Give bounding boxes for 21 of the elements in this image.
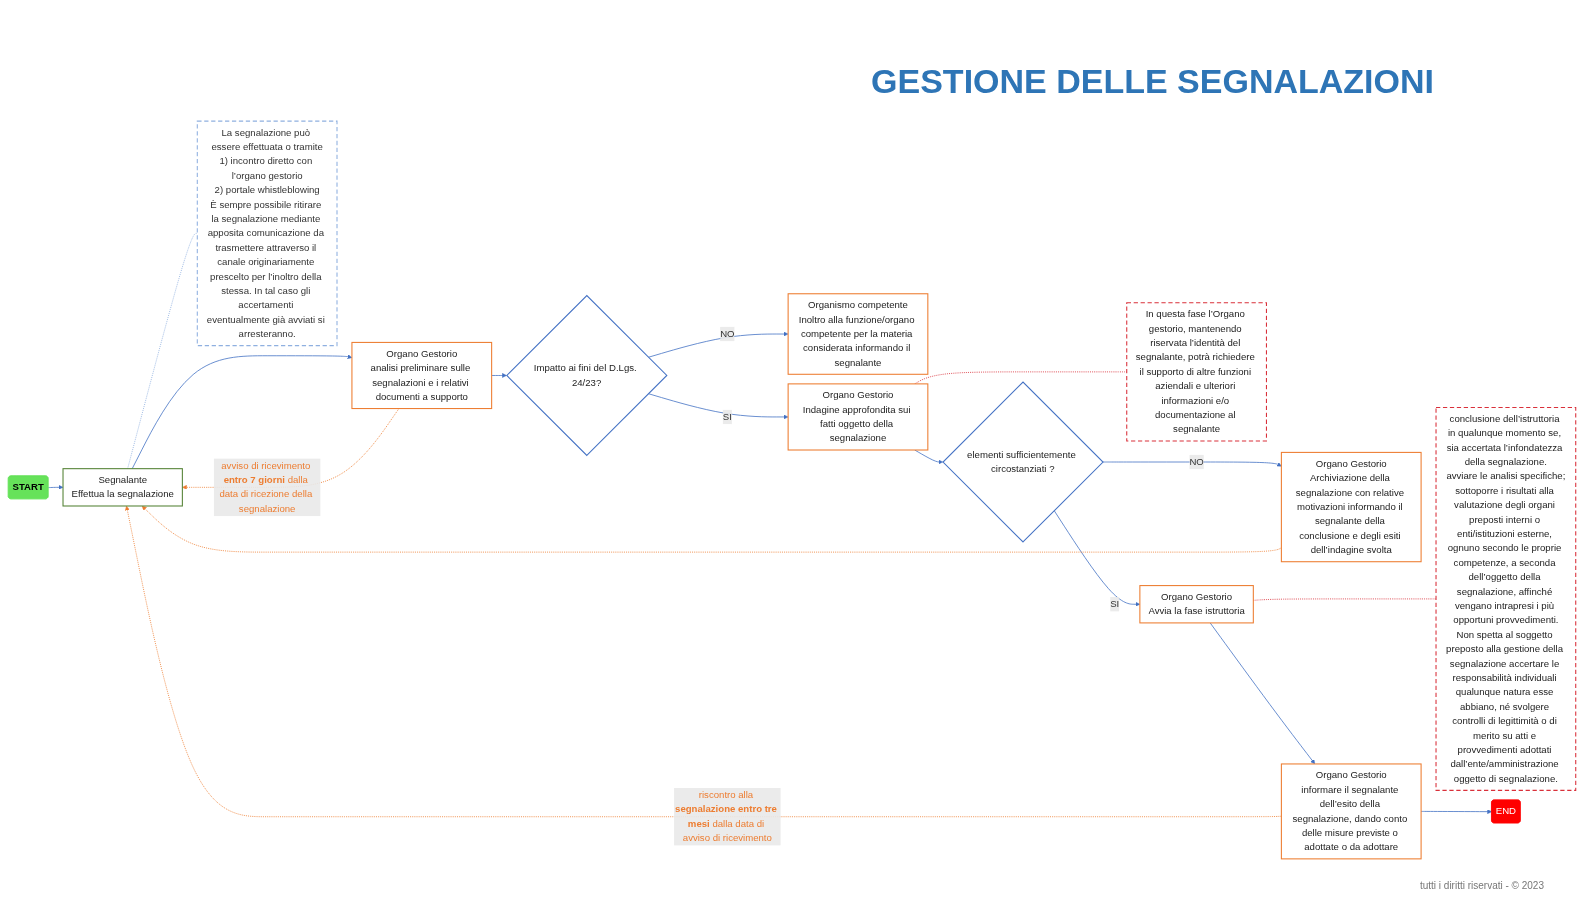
edge-label: NO: [720, 328, 735, 340]
diagram-title: GESTIONE DELLE SEGNALAZIONI: [871, 62, 1434, 101]
connector: [127, 233, 198, 470]
node-diamond: elementi sufficientemente circostanziati ?: [942, 381, 1104, 543]
node-box: Organo Gestorio Avvia la fase istruttoria: [1139, 585, 1254, 624]
node-box: Organismo competente Inoltro alla funzione/organo competente per la materia considerata informando il segnalante: [787, 293, 929, 375]
node-box: Organo Gestorio informare il segnalante dell’esito della segnalazione, dando conto delle misure previste o adottate o da adottare: [1280, 763, 1422, 860]
node-box: Organo Gestorio Archiviazione della segnalazione con relative motivazioni informando il segnalante della conclusione e degli esiti dell’indagine svolta: [1280, 451, 1422, 563]
edge-label: SI: [1110, 598, 1120, 610]
edge-label: riscontro alla segnalazione entro tre mesi dalla data di avviso di ricevimento: [675, 789, 777, 844]
node-diamond: Impatto ai fini del D.Lgs. 24/23?: [506, 294, 668, 457]
node-box: In questa fase l’Organo gestorio, mantenendo riservata l’identità del segnalante, potrà richiedere il supporto di altre funzioni aziendali e ulteriori informazioni e/o documentazione al segnalante: [1126, 302, 1267, 442]
edge-label: SI: [722, 411, 732, 423]
edge-label: NO: [1189, 456, 1204, 468]
node-box: Organo Gestorio Indagine approfondita sui fatti oggetto della segnalazione: [787, 383, 929, 451]
node-box: Segnalante Effettua la segnalazione: [62, 468, 183, 507]
node-box: Organo Gestorio analisi preliminare sulle segnalazioni e i relativi documenti a supporto: [351, 341, 493, 410]
footer-note: tutti i diritti riservati - © 2023: [1419, 880, 1544, 891]
node-box: conclusione dell’istruttoria in qualunque momento se, sia accertata l’infondatezza della segnalazione. avviare le analisi specifiche; sottoporre i risultati alla valutazione degli organi preposti interni o enti/istituzioni esterne, ognuno secondo le proprie competenze, a seconda dell’oggetto della segnalazione, affinché vengano intrapresi i più opportuni provvedimenti. Non spetta al soggetto preposto alla gestione della segnalazione accertare le responsabilità individuali qualunque natura esse abbiano, né svolgere controlli di legittimità o di merito su atti e provvedimenti adottati dall’ente/amministrazione oggetto di segnalazione.: [1435, 406, 1577, 791]
node-box: La segnalazione può essere effettuata o tramite 1) incontro diretto con l’organo gestorio 2) portale whistleblowing È sempre possibile ritirare la segnalazione mediante apposita comunicazione da trasmettere attraverso il canale originariamente prescelto per l’inoltro della stessa. In tal caso gli accertamenti eventualmente già avviati si arresteranno.: [196, 120, 338, 347]
edge-label: avviso di ricevimento entro 7 giorni dalla data di ricezione della segnalazione: [219, 460, 313, 514]
